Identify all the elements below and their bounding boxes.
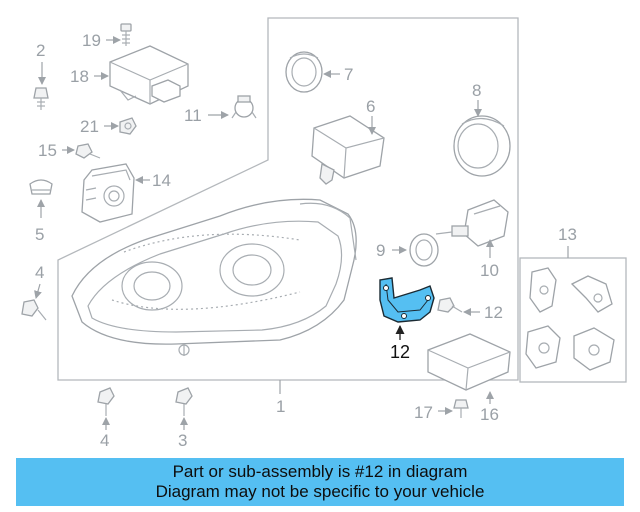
part-7-cap [453, 115, 511, 177]
part-14-clip-bottom-right [573, 327, 615, 371]
part-14-clip-top-right [570, 275, 613, 313]
part-14-clip-bottom-left [525, 325, 561, 369]
part-4-bolt-left [21, 299, 47, 321]
callout-12: 12 [390, 342, 410, 362]
part-14-group-box [519, 257, 627, 383]
callout-5: 5 [35, 225, 44, 244]
part-12-bracket [379, 277, 435, 323]
part-20-screw [120, 23, 132, 46]
callout-15: 14 [152, 171, 171, 190]
callout-9: 9 [376, 241, 385, 260]
callout-17: 16 [480, 405, 499, 424]
callout-10: 10 [480, 261, 499, 280]
part-3-bolt [175, 387, 193, 416]
part-15-module [81, 163, 135, 223]
part-21-nut [119, 117, 137, 135]
info-banner: Part or sub-assembly is #12 in diagram D… [16, 458, 624, 506]
callout-1: 1 [276, 397, 285, 416]
part-2-bolt [33, 87, 49, 110]
banner-line-disclaimer: Diagram may not be specific to your vehi… [155, 482, 485, 501]
part-5-cap [29, 179, 53, 195]
part-14-clip-top-left [529, 267, 557, 313]
callout-11: 11 [184, 106, 202, 125]
callout-7: 8 [472, 81, 481, 100]
callout-20: 19 [82, 31, 101, 50]
callout-8: 7 [344, 65, 353, 84]
callout-13: 12 [484, 303, 503, 322]
callout-21: 21 [80, 117, 99, 136]
callout-18: 17 [414, 403, 433, 422]
part-18-bolt [453, 399, 469, 418]
part-1-headlamp-assembly [71, 198, 357, 356]
part-19-control-module [109, 45, 189, 105]
callout-14: 13 [558, 225, 577, 244]
callout-19: 18 [70, 67, 89, 86]
assembly-frame [57, 17, 519, 381]
callout-4-lower: 4 [100, 431, 109, 450]
part-17-ballast [427, 333, 511, 391]
banner-line-part: Part or sub-assembly is #12 in diagram [172, 462, 468, 481]
callout-3: 3 [178, 431, 187, 450]
callout-2: 2 [36, 41, 45, 60]
callout-16: 15 [38, 141, 57, 160]
callout-6: 6 [366, 97, 375, 116]
part-9-retaining-ring [409, 233, 439, 267]
part-10-xenon-bulb [435, 199, 509, 247]
part-11-bulb [231, 95, 257, 119]
part-12-bracket-shape [379, 277, 435, 323]
part-16-screw [75, 143, 101, 159]
part-6-actuator [311, 115, 385, 185]
part-8-ring [285, 51, 323, 93]
parts-diagram: 2 19 18 21 15 14 11 5 4 7 6 8 9 10 13 12… [21, 17, 627, 450]
part-13-screw [437, 297, 463, 313]
callout-4-left: 4 [35, 263, 44, 282]
part-4-bolt-lower [97, 387, 115, 416]
